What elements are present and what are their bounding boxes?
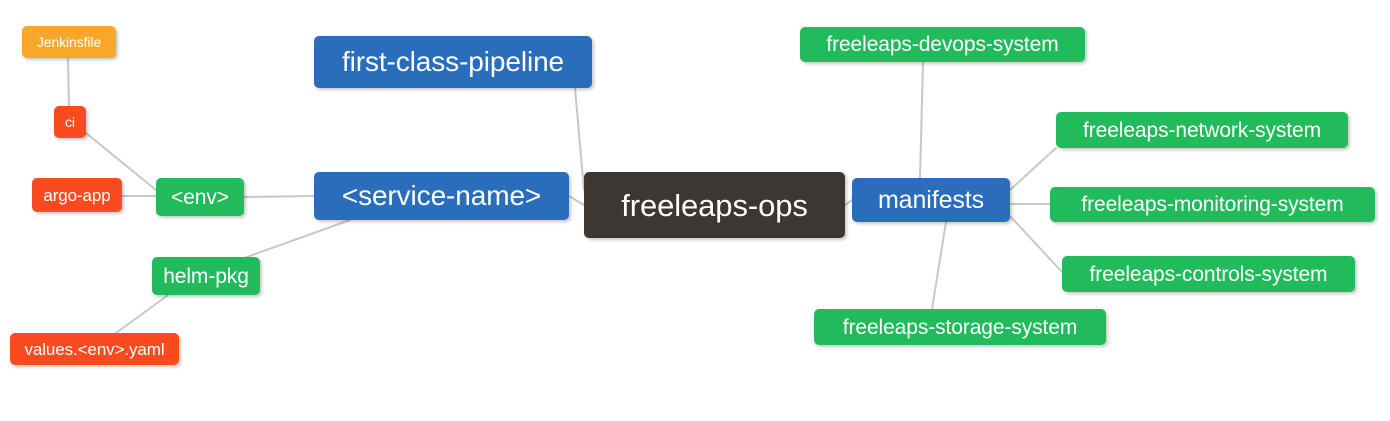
edge-service-to-helm: [232, 219, 351, 263]
node-storage[interactable]: freeleaps-storage-system: [814, 309, 1106, 345]
node-values[interactable]: values.<env>.yaml: [10, 333, 179, 365]
node-helm[interactable]: helm-pkg: [152, 257, 260, 295]
node-service[interactable]: <service-name>: [314, 172, 569, 220]
node-pipeline[interactable]: first-class-pipeline: [314, 36, 592, 88]
node-argoapp[interactable]: argo-app: [32, 178, 122, 212]
edge-ci-to-jenkinsfile: [67, 57, 70, 107]
node-network[interactable]: freeleaps-network-system: [1056, 112, 1348, 148]
node-ci[interactable]: ci: [54, 106, 86, 138]
node-label: first-class-pipeline: [341, 46, 565, 77]
node-label: helm-pkg: [163, 264, 249, 288]
node-label: freeleaps-ops: [621, 187, 808, 223]
edge-root-to-manifests: [844, 199, 853, 206]
node-label: freeleaps-monitoring-system: [1081, 193, 1344, 216]
node-manifests[interactable]: manifests: [852, 178, 1010, 222]
node-label: values.<env>.yaml: [24, 339, 165, 359]
node-label: argo-app: [43, 185, 111, 205]
node-root[interactable]: freeleaps-ops: [584, 172, 845, 238]
edge-manifests-to-storage: [931, 221, 947, 310]
node-label: manifests: [877, 185, 985, 214]
node-label: <env>: [171, 185, 229, 209]
node-monitoring[interactable]: freeleaps-monitoring-system: [1050, 187, 1375, 222]
node-devops[interactable]: freeleaps-devops-system: [800, 27, 1085, 62]
node-jenkinsfile[interactable]: Jenkinsfile: [22, 26, 116, 58]
node-label: freeleaps-controls-system: [1089, 262, 1328, 286]
node-label: freeleaps-network-system: [1082, 118, 1321, 142]
node-controls[interactable]: freeleaps-controls-system: [1062, 256, 1355, 292]
edge-service-to-env: [243, 195, 315, 198]
node-env[interactable]: <env>: [156, 178, 244, 216]
node-label: ci: [65, 114, 75, 130]
edge-root-to-service: [568, 195, 585, 206]
edge-root-to-pipeline: [574, 87, 585, 191]
node-label: freeleaps-devops-system: [826, 33, 1059, 56]
node-label: freeleaps-storage-system: [842, 315, 1078, 339]
node-label: Jenkinsfile: [36, 34, 102, 50]
node-label: <service-name>: [341, 180, 542, 211]
edge-helm-to-values: [115, 294, 169, 334]
edge-manifests-to-network: [1009, 147, 1057, 191]
edge-manifests-to-controls: [1009, 215, 1063, 273]
edge-manifests-to-devops: [919, 61, 924, 179]
